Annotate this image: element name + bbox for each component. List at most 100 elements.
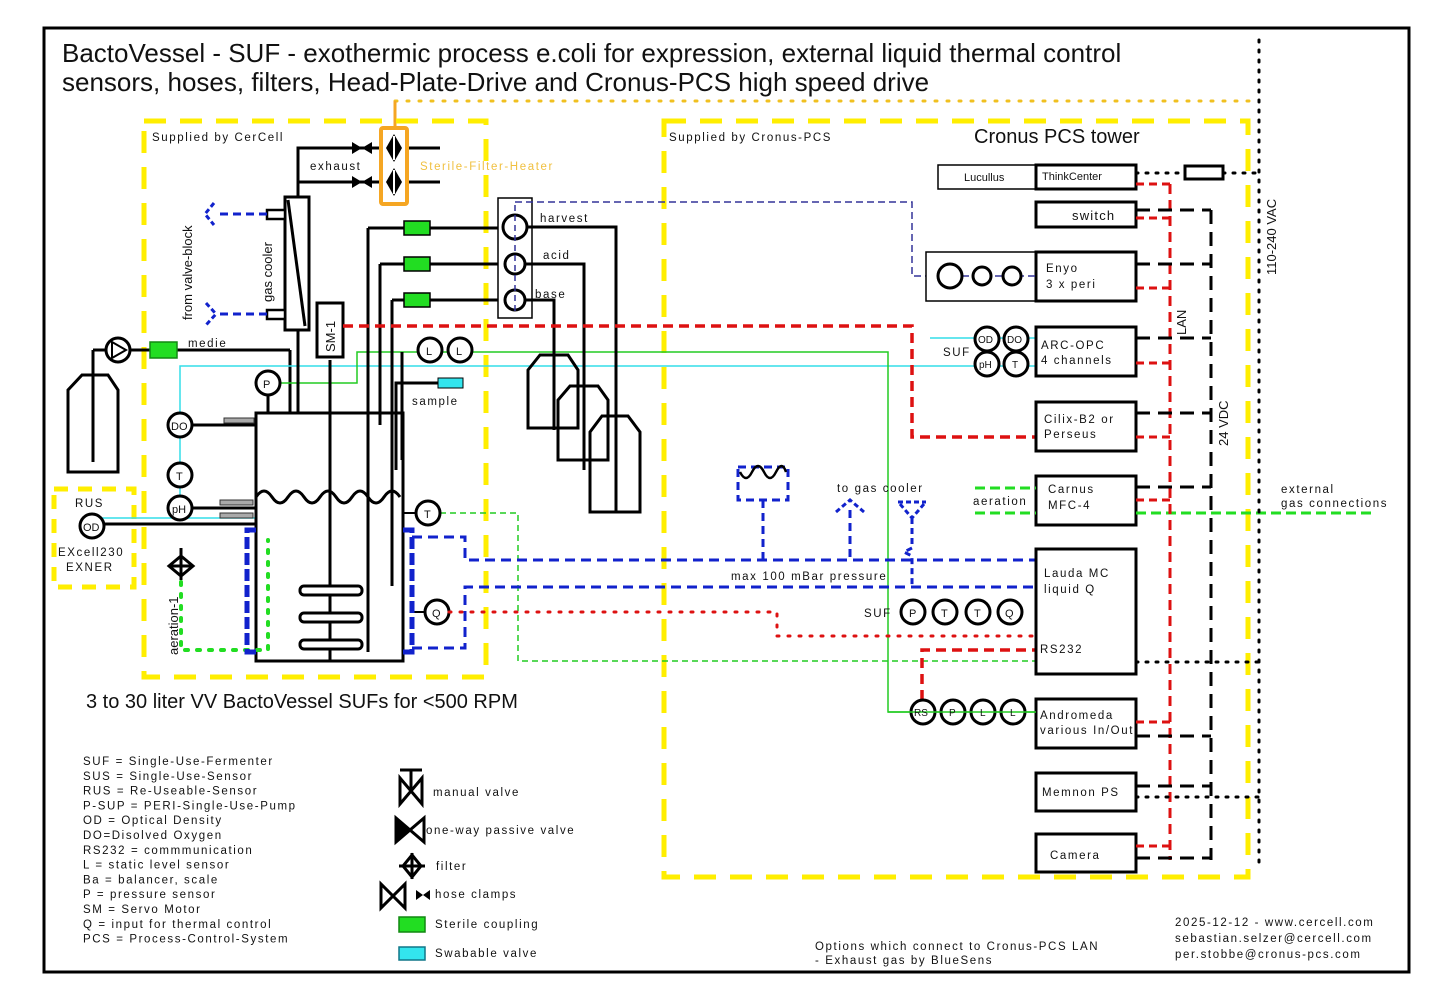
- abbreviation-item: Ba = balancer, scale: [83, 874, 219, 886]
- thermal-sensor-label: Q: [1005, 608, 1014, 620]
- device-arc-opc: [1034, 325, 1138, 378]
- sensor-l1-label: L: [426, 346, 432, 358]
- tower: [925, 163, 1138, 874]
- from-valve-block-label: from valve-block: [180, 225, 195, 320]
- cercell-region: [141, 118, 489, 680]
- pressure-label: max 100 mBar pressure: [731, 571, 887, 583]
- arc-sensor-label: pH: [979, 360, 992, 371]
- device-label: switch: [1072, 208, 1115, 223]
- excell-label: EXcell230: [58, 547, 124, 559]
- jacket-right: [403, 527, 415, 655]
- fuse-icon: [1183, 164, 1225, 181]
- acid-bottle: [556, 384, 610, 462]
- legend-swabable-valve: Swabable valve: [435, 948, 538, 960]
- servo-motor: [315, 301, 345, 359]
- abbreviation-item: SM = Servo Motor: [83, 904, 202, 916]
- device-lauda: [1034, 547, 1138, 676]
- device-label: Perseus: [1044, 429, 1097, 441]
- peristaltic-pump-icon: [1001, 265, 1023, 287]
- sterile-coupling-icon: [149, 341, 178, 359]
- base-label: base: [535, 289, 566, 301]
- device-label: Memnon PS: [1042, 787, 1120, 799]
- device-label: Enyo: [1046, 263, 1079, 275]
- arc-suf-label: SUF: [943, 347, 971, 359]
- sterile-coupling-icon: [403, 256, 431, 272]
- vac-label: 110-240 VAC: [1264, 199, 1279, 275]
- abbreviation-item: OD = Optical Density: [83, 815, 223, 827]
- contact-line2: sebastian.selzer@cercell.com: [1175, 933, 1373, 945]
- abbreviation-item: P-SUP = PERI-Single-Use-Pump: [83, 800, 297, 812]
- jacket-left: [244, 527, 256, 655]
- abbreviation-item: RS232 = commmunication: [83, 845, 253, 857]
- to-gas-cooler-label: to gas cooler: [837, 483, 924, 495]
- sensor-t-label: T: [176, 471, 183, 483]
- andromeda-sensor-label: L: [1010, 708, 1016, 719]
- gas-cooler: [203, 195, 311, 332]
- device-thinkcenter: [1034, 163, 1138, 191]
- liquid-level-icon: [254, 489, 402, 505]
- abbreviation-item: SUF = Single-Use-Fermenter: [83, 756, 274, 768]
- legend: [379, 768, 430, 961]
- hose-clamp-icon: [352, 142, 372, 154]
- device-label: Cilix-B2 or: [1044, 414, 1115, 426]
- sensor-q-label: Q: [432, 608, 441, 620]
- legend-filter: filter: [436, 861, 467, 873]
- base-bottle: [526, 353, 580, 430]
- andromeda-sensor-label: RS: [914, 708, 928, 719]
- impeller-icon: [298, 611, 364, 624]
- filter-icon: [399, 852, 425, 880]
- cronus-region: [661, 118, 1251, 880]
- rus-label: RUS: [75, 498, 104, 510]
- sample-label: sample: [412, 396, 459, 408]
- filter-icon: [166, 554, 196, 578]
- one-way-valve-icon: [394, 814, 413, 846]
- contact-line3: per.stobbe@cronus-pcs.com: [1175, 949, 1362, 961]
- vessel-caption: 3 to 30 liter VV BactoVessel SUFs for <5…: [86, 691, 518, 713]
- device-label: RS232: [1040, 644, 1083, 656]
- level-sensor: [446, 336, 474, 364]
- vessel-sensors: [78, 336, 474, 626]
- abbreviation-item: P = pressure sensor: [83, 889, 216, 901]
- sterile-coupling-icon: [398, 916, 426, 933]
- device-andromeda: [1034, 697, 1138, 750]
- servo-motor-label: SM-1: [323, 321, 338, 352]
- device-label: Carnus: [1048, 484, 1095, 496]
- peristaltic-pump-icon: [936, 262, 964, 290]
- external-gas-label: external: [1281, 484, 1335, 496]
- andromeda-sensors: [888, 698, 1036, 726]
- device-label: MFC-4: [1048, 500, 1091, 512]
- device-label: ThinkCenter: [1042, 171, 1102, 183]
- temperature-sensor: [166, 461, 194, 489]
- cercell-region-label: Supplied by CerCell: [152, 132, 284, 144]
- exner-label: EXNER: [66, 562, 114, 574]
- dc-bus: [1136, 208, 1213, 860]
- device-label: various In/Out: [1040, 725, 1134, 737]
- acid-label: acid: [543, 250, 571, 262]
- arc-sensor-label: OD: [978, 335, 993, 346]
- bioreactor-vessel: [254, 228, 464, 663]
- abbreviation-item: L = static level sensor: [83, 860, 230, 872]
- device-label: 3 x peri: [1046, 279, 1097, 291]
- hose-clamp-small-icon: [416, 890, 430, 900]
- aeration-label: aeration: [973, 496, 1027, 508]
- peristaltic-pump-icon: [971, 265, 993, 287]
- arc-sensor-label: DO: [1007, 335, 1022, 346]
- device-label: 4 channels: [1041, 355, 1113, 367]
- thermal-suf-label: SUF: [864, 608, 892, 620]
- page-frame: [42, 26, 1411, 974]
- feed-lines: [368, 197, 642, 514]
- device-enyo: [1034, 250, 1138, 303]
- lucullus-label: Lucullus: [964, 172, 1005, 184]
- hose-clamp-large-icon: [379, 880, 407, 912]
- lucullus-box: [937, 164, 1037, 190]
- cronus-region-label: Supplied by Cronus-PCS: [669, 132, 832, 144]
- filter-heater-label: Sterile-Filter-Heater: [420, 161, 554, 173]
- thermal-sensors: [899, 598, 1024, 626]
- medie-label: medie: [188, 338, 227, 350]
- device-cilix: [1034, 400, 1138, 453]
- arc-sensors: [973, 325, 1030, 378]
- legend-sterile-coupling: Sterile coupling: [435, 919, 539, 931]
- legend-hose-clamps: hose clamps: [435, 889, 517, 901]
